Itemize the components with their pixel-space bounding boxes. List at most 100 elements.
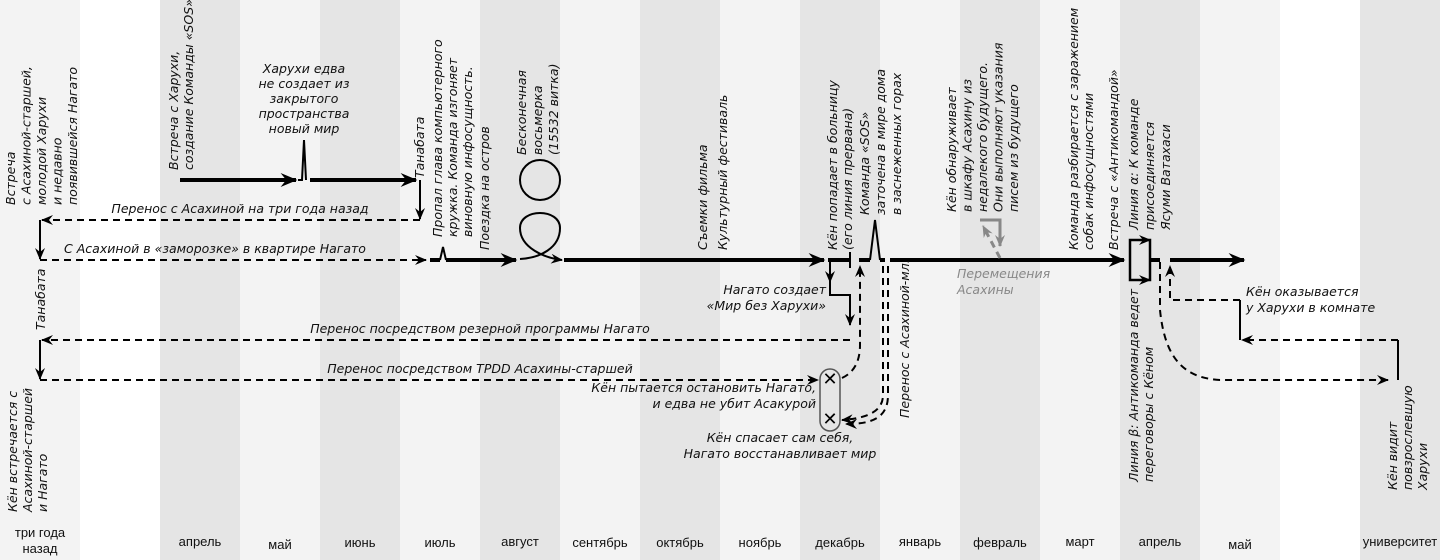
- asahina-move-arrow: [980, 218, 1005, 247]
- month-band: [880, 0, 960, 560]
- month-label: май: [1228, 537, 1251, 552]
- endless-eight-top-loop: [519, 159, 561, 201]
- month-label: июнь: [345, 535, 376, 550]
- label-line: Кён попадает в больницу: [825, 80, 840, 250]
- closed-space-spike: [298, 139, 307, 181]
- label-line: молодой Харухи: [34, 97, 49, 205]
- label-line: у Харухи в комнате: [1245, 300, 1376, 315]
- month-band: [960, 0, 1040, 560]
- label-hospital: Кён попадает в больницу(его линия прерва…: [825, 80, 855, 250]
- month-band: [480, 0, 560, 560]
- label-line: Перенос с Асахиной на три года назад: [111, 201, 368, 216]
- month-band: [720, 0, 800, 560]
- label-line: закрытого: [270, 91, 339, 106]
- month-band: [1040, 0, 1120, 560]
- label-kyon-saves: Кён спасает сам себя,Нагато восстанавлив…: [684, 430, 877, 461]
- asahina-return-arrow: [981, 225, 1002, 259]
- month-label: апрель: [179, 534, 222, 549]
- label-line: Перенос посредством резерной программы Н…: [310, 321, 650, 336]
- label-anti-team: Встреча с «Антикомандой»: [1106, 69, 1121, 250]
- month-label: январь: [899, 534, 941, 549]
- label-line: Кён спасает сам себя,: [707, 430, 854, 445]
- label-line: Харухи: [1415, 443, 1430, 491]
- label-line: Асахины: [956, 282, 1014, 297]
- label-line: Танабата: [33, 269, 48, 330]
- label-line: кружка. Команда изгоняет: [445, 57, 460, 237]
- label-line: Нагато восстанавливает мир: [684, 446, 877, 461]
- month-label: август: [501, 534, 539, 549]
- label-line: Танабата: [412, 117, 427, 178]
- label-line: (15532 витка): [546, 64, 561, 155]
- label-line: не создает из: [258, 76, 349, 91]
- return-arrow: [841, 265, 865, 379]
- label-line: виновную инфосущность.: [460, 66, 475, 237]
- label-line: (его линия прервана): [840, 108, 855, 250]
- label-line: Команда «SOS»: [857, 112, 872, 215]
- timeline-lines: ✕ ✕: [35, 139, 1399, 432]
- month-label: апрель: [1139, 534, 1182, 549]
- label-line: новый мир: [269, 121, 340, 136]
- label-kyon-tries: Кён пытается остановить Нагато,и едва не…: [591, 380, 816, 411]
- month-band: [0, 0, 80, 560]
- month-band: [800, 0, 880, 560]
- month-band: [640, 0, 720, 560]
- label-line: переговоры с Кёном: [1141, 347, 1156, 482]
- label-line: пространства: [259, 106, 350, 121]
- label-transfer-young-asahina: Перенос с Асахиной-мл.: [897, 259, 912, 418]
- label-line: восьмерка: [530, 85, 545, 155]
- label-line: «Мир без Харухи»: [707, 298, 826, 313]
- month-label: назад: [22, 541, 57, 556]
- label-line: Нагато создает: [723, 282, 826, 297]
- month-band: [1200, 0, 1280, 560]
- month-band: [1280, 0, 1360, 560]
- snow-mountain-spike: [869, 219, 881, 261]
- month-label: университет: [1363, 534, 1438, 549]
- label-frozen: С Асахиной в «заморозке» в квартире Нага…: [64, 241, 366, 256]
- label-film: Съемки фильма: [695, 144, 710, 250]
- month-band: [80, 0, 160, 560]
- month-band: [320, 0, 400, 560]
- month-label: сентябрь: [572, 535, 628, 550]
- label-tanabata-top: Танабата: [412, 117, 427, 178]
- future-trip-arrow: [1159, 262, 1389, 385]
- confrontation-capsule: [819, 368, 841, 432]
- computer-club-spike: [439, 246, 447, 261]
- label-line: Кён видит: [1385, 421, 1400, 490]
- label-line: и недавно: [50, 137, 65, 205]
- month-label: декабрь: [815, 535, 865, 550]
- month-label: октябрь: [656, 535, 704, 550]
- label-line: Кён обнаруживает: [944, 87, 959, 212]
- label-line: собак инфосущностями: [1081, 93, 1096, 250]
- label-line: Они выполняют указания: [991, 42, 1006, 212]
- label-line: недалекого будущего.: [975, 62, 990, 212]
- month-band: [1360, 0, 1440, 560]
- cross-icon: ✕: [822, 369, 837, 390]
- label-line: Культурный фестиваль: [715, 95, 730, 250]
- label-line: Линия β: Антикоманда ведет: [1126, 288, 1141, 483]
- label-line: Линия α: К команде: [1126, 98, 1141, 231]
- month-label: три года: [15, 525, 66, 540]
- label-line: с Асахиной-старшей,: [19, 66, 34, 205]
- endless-eight-bottom-loop: [518, 212, 563, 264]
- label-line: Съемки фильма: [695, 144, 710, 250]
- label-line: Кён оказывается: [1246, 284, 1359, 299]
- label-backup-program: Перенос посредством резерной программы Н…: [310, 321, 650, 336]
- label-tpdd: Перенос посредством TPDD Асахины-старшей: [327, 361, 632, 376]
- label-line: Встреча с «Антикомандой»: [1106, 69, 1121, 250]
- month-label: март: [1065, 534, 1094, 549]
- month-label: июль: [424, 535, 455, 550]
- line-split-box: [1128, 238, 1152, 282]
- label-line: С Асахиной в «заморозке» в квартире Нага…: [64, 241, 366, 256]
